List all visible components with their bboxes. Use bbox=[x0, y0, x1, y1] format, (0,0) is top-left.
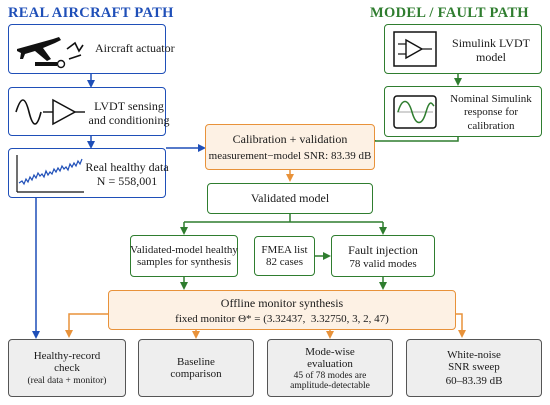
modewise-line4: amplitude-detectable bbox=[290, 380, 370, 391]
node-modewise-evaluation: Mode-wise evaluation 45 of 78 modes are … bbox=[267, 339, 393, 397]
baseline-line1: Baseline bbox=[177, 356, 215, 368]
snr-sweep-line1: White-noise bbox=[447, 349, 501, 361]
node-lvdt-sensing: LVDT sensing and conditioning bbox=[8, 87, 170, 137]
header-real-aircraft-path: REAL AIRCRAFT PATH bbox=[8, 5, 174, 21]
calibration-snr: measurement−model SNR: 83.39 dB bbox=[208, 150, 372, 162]
healthy-check-line2: check bbox=[54, 362, 80, 374]
fmea-cases: 82 cases bbox=[266, 256, 303, 268]
node-fault-injection: Fault injection 78 valid modes bbox=[331, 235, 435, 277]
node-healthy-record-check: Healthy-record check (real data + monito… bbox=[8, 339, 126, 397]
amplifier-block-icon bbox=[392, 30, 438, 73]
arrow-offline-to-snrsweep bbox=[456, 313, 466, 338]
arrow-nominal-to-calibration bbox=[368, 137, 459, 148]
node-nominal-simulink-response: Nominal Simulink response for calibratio… bbox=[384, 86, 542, 137]
node-real-healthy-data: Real healthy data N = 558,001 bbox=[8, 148, 169, 200]
calibration-title: Calibration + validation bbox=[232, 132, 348, 146]
healthy-check-line1: Healthy-record bbox=[33, 350, 101, 362]
modewise-line3: 45 of 78 modes are bbox=[293, 370, 367, 381]
sine-wave-icon bbox=[392, 94, 438, 135]
actuator-label: Aircraft actuator bbox=[95, 41, 175, 55]
node-simulink-lvdt-model: Simulink LVDT model bbox=[384, 24, 542, 74]
node-offline-monitor-synthesis: Offline monitor synthesis fixed monitor … bbox=[108, 290, 456, 330]
offline-fixed-monitor: fixed monitor Θ* = (3.32437, 3.32750, 3,… bbox=[175, 312, 389, 325]
fault-injection-modes: 78 valid modes bbox=[349, 257, 417, 270]
node-validated-model: Validated model bbox=[207, 183, 373, 214]
simulink-line2: model bbox=[476, 50, 506, 64]
lvdt-sensing-line1: LVDT sensing bbox=[94, 98, 164, 113]
real-data-text: Real healthy data N = 558,001 bbox=[85, 156, 168, 192]
sine-amplifier-icon bbox=[13, 92, 89, 137]
nominal-text: Nominal Simulink response for calibratio… bbox=[441, 91, 541, 135]
healthy-samples-line1: Validated-model healthy bbox=[130, 244, 238, 256]
healthy-samples-line2: samples for synthesis bbox=[136, 256, 232, 268]
offline-title: Offline monitor synthesis bbox=[220, 295, 344, 310]
lvdt-sensing-text: LVDT sensing and conditioning bbox=[89, 95, 170, 131]
airplane-actuator-icon bbox=[13, 29, 89, 76]
modewise-line2: evaluation bbox=[307, 357, 353, 370]
nominal-line2: response for bbox=[463, 106, 519, 119]
healthy-check-line3: (real data + monitor) bbox=[27, 376, 107, 386]
real-data-line1: Real healthy data bbox=[85, 159, 169, 174]
fmea-line1: FMEA list bbox=[261, 244, 308, 256]
real-data-count: N = 558,001 bbox=[96, 174, 158, 188]
node-calibration-validation: Calibration + validation measurement−mod… bbox=[205, 124, 375, 170]
nominal-line1: Nominal Simulink bbox=[450, 93, 532, 106]
simulink-line1: Simulink LVDT bbox=[452, 35, 530, 50]
node-aircraft-actuator: Aircraft actuator bbox=[8, 24, 175, 76]
node-snr-sweep: White-noise SNR sweep 60–83.39 dB bbox=[406, 339, 542, 397]
node-healthy-samples: Validated-model healthy samples for synt… bbox=[130, 235, 238, 277]
noisy-signal-icon bbox=[14, 153, 86, 200]
node-baseline-comparison: Baseline comparison bbox=[138, 339, 254, 397]
fault-injection-line1: Fault injection bbox=[348, 242, 418, 257]
header-model-fault-path: MODEL / FAULT PATH bbox=[370, 5, 529, 21]
node-fmea-list: FMEA list 82 cases bbox=[254, 236, 315, 276]
snr-sweep-line2: SNR sweep bbox=[448, 361, 500, 373]
validated-model-label: Validated model bbox=[250, 191, 330, 205]
lvdt-sensing-line2: and conditioning bbox=[88, 113, 170, 127]
arrow-offline-to-healthycheck bbox=[65, 313, 108, 338]
snr-sweep-range: 60–83.39 dB bbox=[445, 375, 503, 387]
baseline-line2: comparison bbox=[170, 368, 222, 380]
modewise-line1: Mode-wise bbox=[305, 345, 355, 358]
simulink-model-text: Simulink LVDT model bbox=[443, 32, 539, 68]
nominal-line3: calibration bbox=[467, 119, 515, 132]
